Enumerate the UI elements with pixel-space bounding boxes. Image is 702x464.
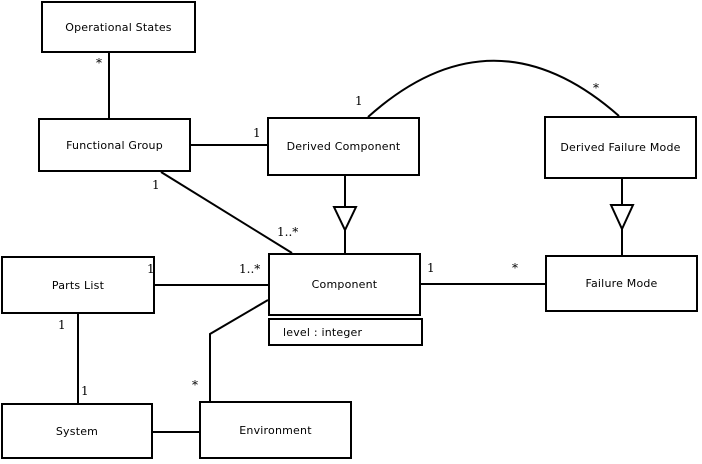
- association-arc-derivedcomponent-derivedfailuremode: [367, 59, 620, 118]
- class-label: Failure Mode: [585, 277, 658, 290]
- class-attribute: level : integer: [283, 325, 363, 339]
- generalization-arrow-icon: [609, 204, 635, 232]
- multiplicity-label: 1: [427, 261, 435, 275]
- class-box-derived-failure-mode: Derived Failure Mode: [544, 116, 697, 179]
- class-box-functional-group: Functional Group: [38, 118, 191, 172]
- class-label: Parts List: [51, 278, 105, 292]
- multiplicity-label: 1: [81, 384, 89, 398]
- class-box-environment: Environment: [199, 401, 352, 459]
- class-label: Functional Group: [66, 138, 163, 152]
- multiplicity-label: 1..*: [277, 225, 299, 239]
- class-box-component: Component: [268, 253, 421, 316]
- class-attribute-compartment-component: level : integer: [268, 318, 423, 346]
- class-label: Environment: [239, 423, 312, 437]
- multiplicity-label: 1: [58, 318, 66, 332]
- multiplicity-label: *: [512, 261, 518, 275]
- multiplicity-label: *: [96, 56, 102, 70]
- generalization-arrow-icon: [332, 206, 358, 233]
- class-label: Derived Failure Mode: [560, 141, 681, 154]
- multiplicity-label: *: [593, 81, 599, 95]
- association-line-component-environment: [209, 299, 269, 401]
- association-line-functionalgroup-component: [160, 171, 293, 254]
- multiplicity-label: 1: [355, 94, 363, 108]
- multiplicity-label: *: [192, 378, 198, 392]
- multiplicity-label: 1: [152, 178, 160, 192]
- multiplicity-label: 1..*: [239, 262, 261, 276]
- class-box-derived-component: Derived Component: [267, 117, 420, 176]
- class-box-system: System: [1, 403, 153, 459]
- multiplicity-label: 1: [253, 126, 261, 140]
- class-label: Operational States: [65, 20, 172, 34]
- class-label: System: [55, 424, 99, 438]
- class-box-parts-list: Parts List: [1, 256, 155, 314]
- class-box-failure-mode: Failure Mode: [545, 255, 698, 312]
- class-label: Component: [311, 278, 378, 291]
- class-label: Derived Component: [286, 140, 401, 153]
- class-box-operational-states: Operational States: [41, 1, 196, 53]
- multiplicity-label: 1: [147, 262, 155, 276]
